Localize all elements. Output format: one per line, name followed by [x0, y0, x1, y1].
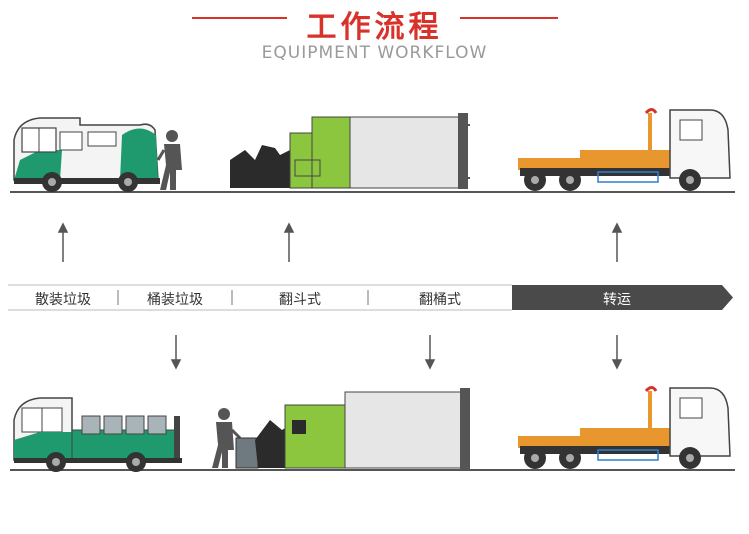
page-title: 工作流程	[306, 10, 443, 45]
step-bin-lift-type: 翻桶式	[419, 292, 461, 308]
process-band: 散装垃圾 桶装垃圾 翻斗式 翻桶式 转运	[8, 285, 733, 310]
step-bin-garbage: 桶装垃圾	[147, 292, 203, 308]
worker-figure-bottom	[212, 408, 242, 468]
step-bulk-garbage: 散装垃圾	[35, 292, 91, 308]
step-transfer: 转运	[603, 292, 631, 308]
compactor-station-tipping	[230, 113, 470, 189]
down-arrows	[170, 335, 623, 370]
bulk-collection-truck	[13, 117, 160, 192]
up-arrows	[57, 222, 623, 262]
bin-collection-truck	[13, 397, 182, 472]
header: 工作流程 EQUIPMENT WORKFLOW	[0, 0, 749, 70]
process-band-shapes	[8, 284, 733, 311]
hook-lift-truck-top	[518, 108, 731, 191]
worker-figure-top	[156, 130, 182, 190]
title-divider-right	[460, 17, 558, 19]
title-divider-left	[192, 17, 287, 19]
compactor-station-bin-lift	[235, 388, 470, 470]
step-tipping-type: 翻斗式	[279, 292, 321, 308]
page-subtitle: EQUIPMENT WORKFLOW	[261, 43, 488, 63]
hook-lift-truck-bottom	[518, 386, 731, 469]
